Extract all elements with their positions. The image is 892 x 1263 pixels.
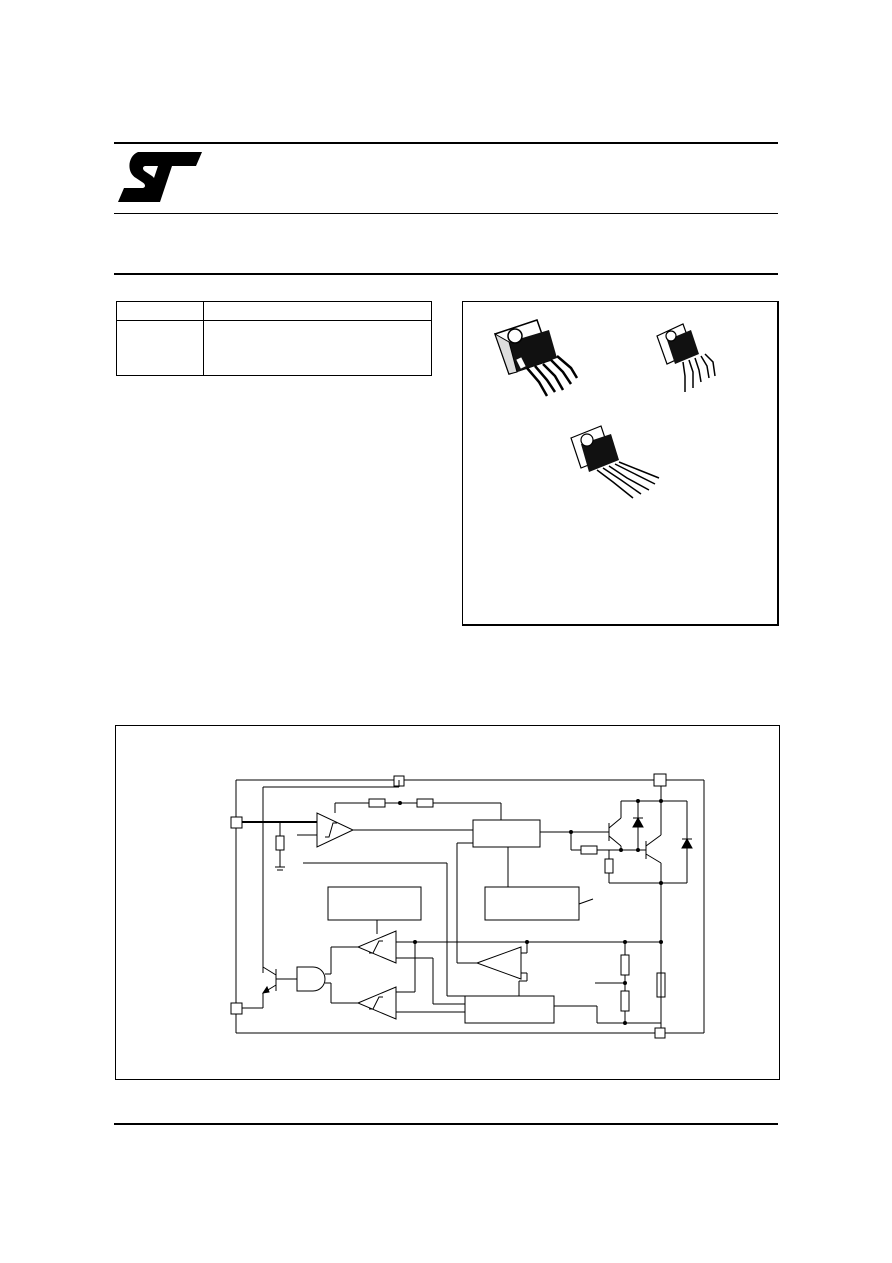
header-top-rule (114, 142, 778, 144)
summary-table (116, 301, 432, 376)
package-images-box (462, 301, 779, 626)
title-rule (114, 273, 778, 275)
pentawatt-vertical-package-icon (653, 318, 723, 398)
footer-rule (114, 1123, 778, 1125)
summary-table-column-divider (203, 302, 204, 375)
st-logo-icon (116, 150, 204, 204)
summary-table-header-divider (117, 320, 431, 321)
block-diagram-schematic (230, 773, 705, 1039)
block-diagram-box (115, 725, 780, 1080)
pentawatt-package-icon (487, 312, 587, 402)
header-bottom-rule (114, 213, 778, 214)
pentawatt-horizontal-package-icon (567, 420, 667, 510)
